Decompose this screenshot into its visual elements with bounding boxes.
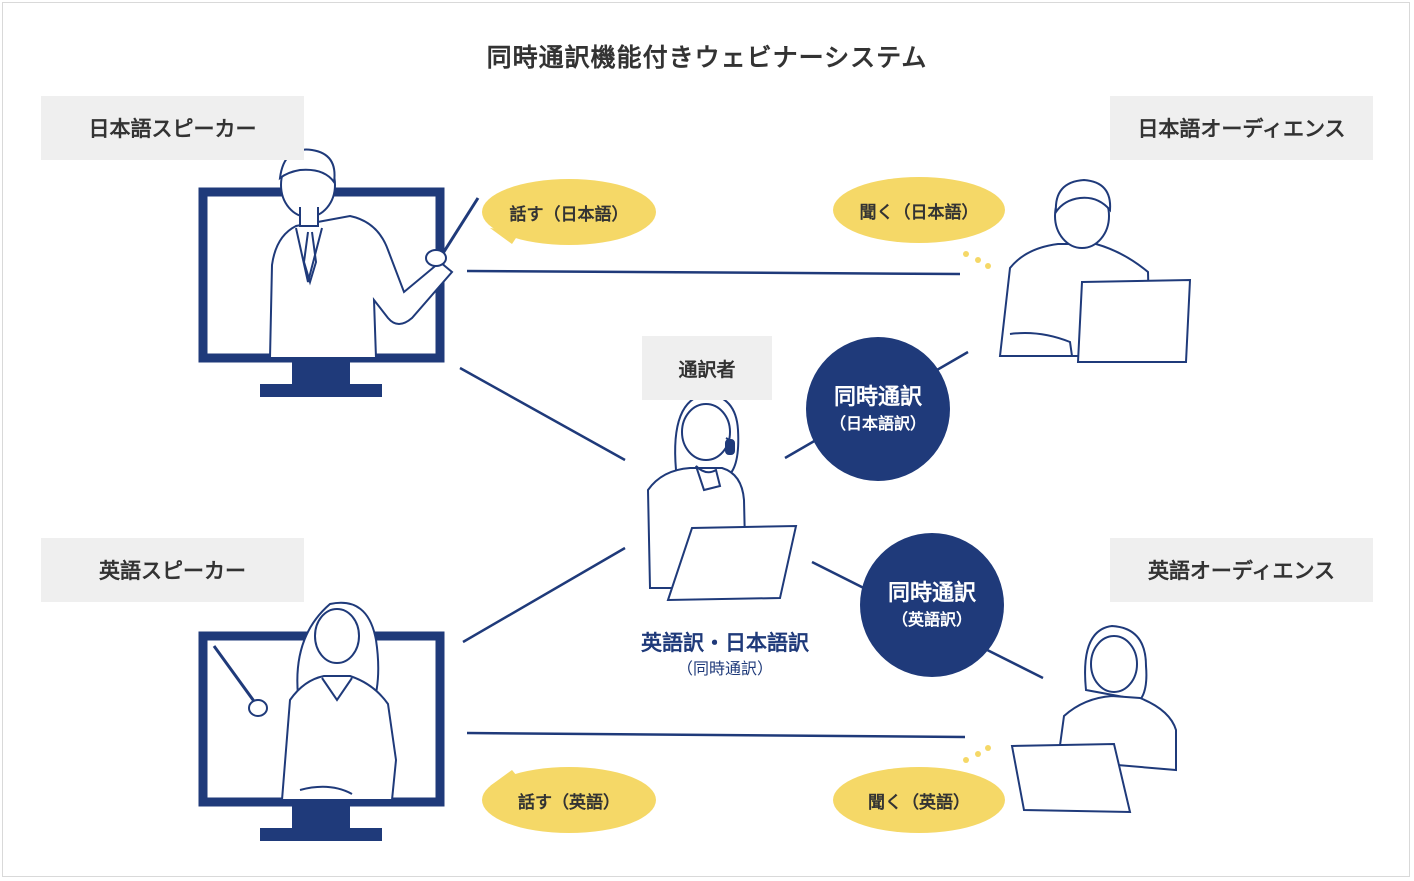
en-audience-label: 英語オーディエンス	[1110, 538, 1373, 602]
interpreter-caption-sub: （同時通訳）	[676, 659, 773, 678]
jp-interpretation-sub: （日本語訳）	[829, 414, 926, 433]
interpreter-figure-icon	[646, 392, 798, 602]
interpreter-caption-main: 英語訳・日本語訳	[641, 631, 809, 655]
en-speaker-figure-icon	[212, 601, 398, 801]
listen-en-bubble-dots	[963, 745, 991, 763]
en-audience-figure-icon	[1010, 624, 1177, 814]
en-interpretation-sub: （英語訳）	[891, 610, 972, 629]
jp-interpretation-circle: 同時通訳 （日本語訳）	[806, 337, 950, 481]
listen-jp-bubble: 聞く（日本語）	[833, 177, 1005, 243]
jp-audience-figure-icon	[998, 178, 1192, 363]
diagram-title: 同時通訳機能付きウェビナーシステム	[486, 43, 928, 72]
en-speaker-label: 英語スピーカー	[41, 538, 304, 602]
jp-speaker-label: 日本語スピーカー	[41, 96, 304, 160]
line-jp-speaker-to-jp-audience	[466, 269, 961, 276]
jp-audience-label: 日本語オーディエンス	[1110, 96, 1373, 160]
listen-jp-bubble-dots	[963, 251, 991, 269]
interpreter-caption: 英語訳・日本語訳 （同時通訳）	[600, 628, 850, 680]
line-en-speaker-to-en-audience	[466, 731, 966, 739]
interpreter-label: 通訳者	[642, 336, 772, 400]
jp-speaker-figure-icon	[268, 148, 480, 359]
line-en-speaker-to-interpreter	[462, 546, 626, 644]
speak-en-bubble: 話す（英語）	[482, 767, 656, 833]
line-jp-speaker-to-interpreter	[459, 366, 626, 462]
speak-jp-bubble: 話す（日本語）	[482, 179, 656, 245]
jp-interpretation-title: 同時通訳	[833, 385, 922, 410]
listen-en-bubble: 聞く（英語）	[833, 767, 1005, 833]
en-interpretation-circle: 同時通訳 （英語訳）	[860, 533, 1004, 677]
en-interpretation-title: 同時通訳	[887, 581, 976, 606]
